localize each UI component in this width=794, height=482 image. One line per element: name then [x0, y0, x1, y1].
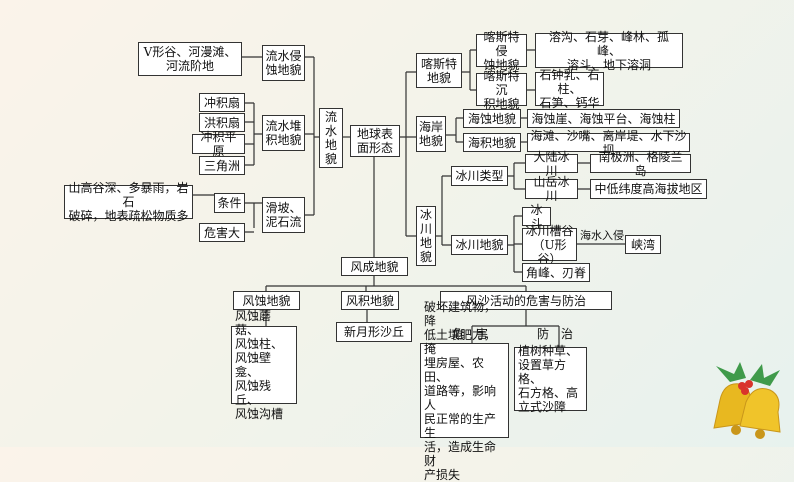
mountain-glacier: 山岳冰川: [525, 179, 578, 199]
control-label: 防 治: [537, 327, 573, 341]
glacier-types-label: 冰川类型: [451, 166, 508, 186]
sea-intrusion-label: 海水入侵: [580, 229, 624, 243]
root-landform: 地球表 面形态: [350, 125, 400, 157]
horn-arete: 角峰、刃脊: [522, 263, 590, 282]
sand-harm: 破坏建筑物，降 低土壤肥力，掩 埋房屋、农田、 道路等，影响人 民正常的生产生 …: [420, 343, 509, 438]
deposit-item-1: 冲积扇: [199, 93, 245, 112]
wind-erosion-examples: 风蚀蘑菇、 风蚀柱、 风蚀壁龛、 风蚀残丘、 风蚀沟槽: [231, 326, 297, 404]
debris-label: 滑坡、 泥石流: [262, 197, 305, 233]
karst-erosion-examples: 溶沟、石芽、峰林、孤峰、 溶斗、地下溶洞: [535, 33, 683, 68]
fjord: 峡湾: [625, 235, 661, 254]
water-erosion-examples: V形谷、河漫滩、 河流阶地: [138, 42, 242, 76]
karst-erosion-label: 喀斯特侵 蚀地貌: [476, 34, 527, 67]
wind-deposit-examples: 新月形沙丘: [336, 322, 412, 342]
water-landform-title: 流 水 地 貌: [319, 108, 343, 168]
coast-deposit-label: 海积地貌: [463, 133, 521, 152]
deposit-item-3: 冲积平原: [192, 134, 245, 154]
glacial-valley: 冰川槽谷 （U形谷）: [522, 228, 577, 261]
coast-title: 海岸 地貌: [416, 116, 446, 152]
water-deposit-label: 流水堆 积地貌: [262, 115, 305, 151]
debris-harm: 危害大: [199, 223, 245, 242]
concept-map: V形谷、河漫滩、 河流阶地 流水侵 蚀地貌 冲积扇 洪积扇 冲积平原 三角洲 流…: [0, 0, 794, 447]
sand-control: 植树种草、 设置草方格、 石方格、高 立式沙障: [514, 347, 587, 411]
deposit-item-4: 三角洲: [199, 156, 245, 175]
karst-deposit-label: 喀斯特沉 积地貌: [476, 73, 527, 106]
debris-condition-label: 条件: [214, 193, 245, 213]
glacier-landform-label: 冰川地貌: [451, 235, 508, 255]
glacier-title: 冰 川 地 貌: [416, 206, 436, 266]
coast-erosion-examples: 海蚀崖、海蚀平台、海蚀柱: [527, 109, 680, 128]
coast-erosion-label: 海蚀地貌: [463, 109, 521, 128]
wind-landform-title: 风成地貌: [341, 257, 408, 276]
mountain-glacier-where: 中低纬度高海拔地区: [590, 179, 707, 199]
continental-glacier: 大陆冰川: [525, 154, 578, 173]
debris-condition: 山高谷深、多暴雨，岩石 破碎，地表疏松物质多: [64, 185, 193, 219]
continental-glacier-where: 南极洲、格陵兰岛: [590, 154, 691, 173]
karst-deposit-examples: 石钟乳、石柱、 石笋、钙华: [535, 72, 604, 106]
water-erosion-label: 流水侵 蚀地貌: [262, 45, 305, 81]
wind-deposit-label: 风积地貌: [341, 291, 399, 310]
bell-decoration-icon: [700, 360, 794, 447]
karst-title: 喀斯特 地貌: [416, 53, 462, 88]
wind-erosion-label: 风蚀地貌: [233, 291, 300, 310]
